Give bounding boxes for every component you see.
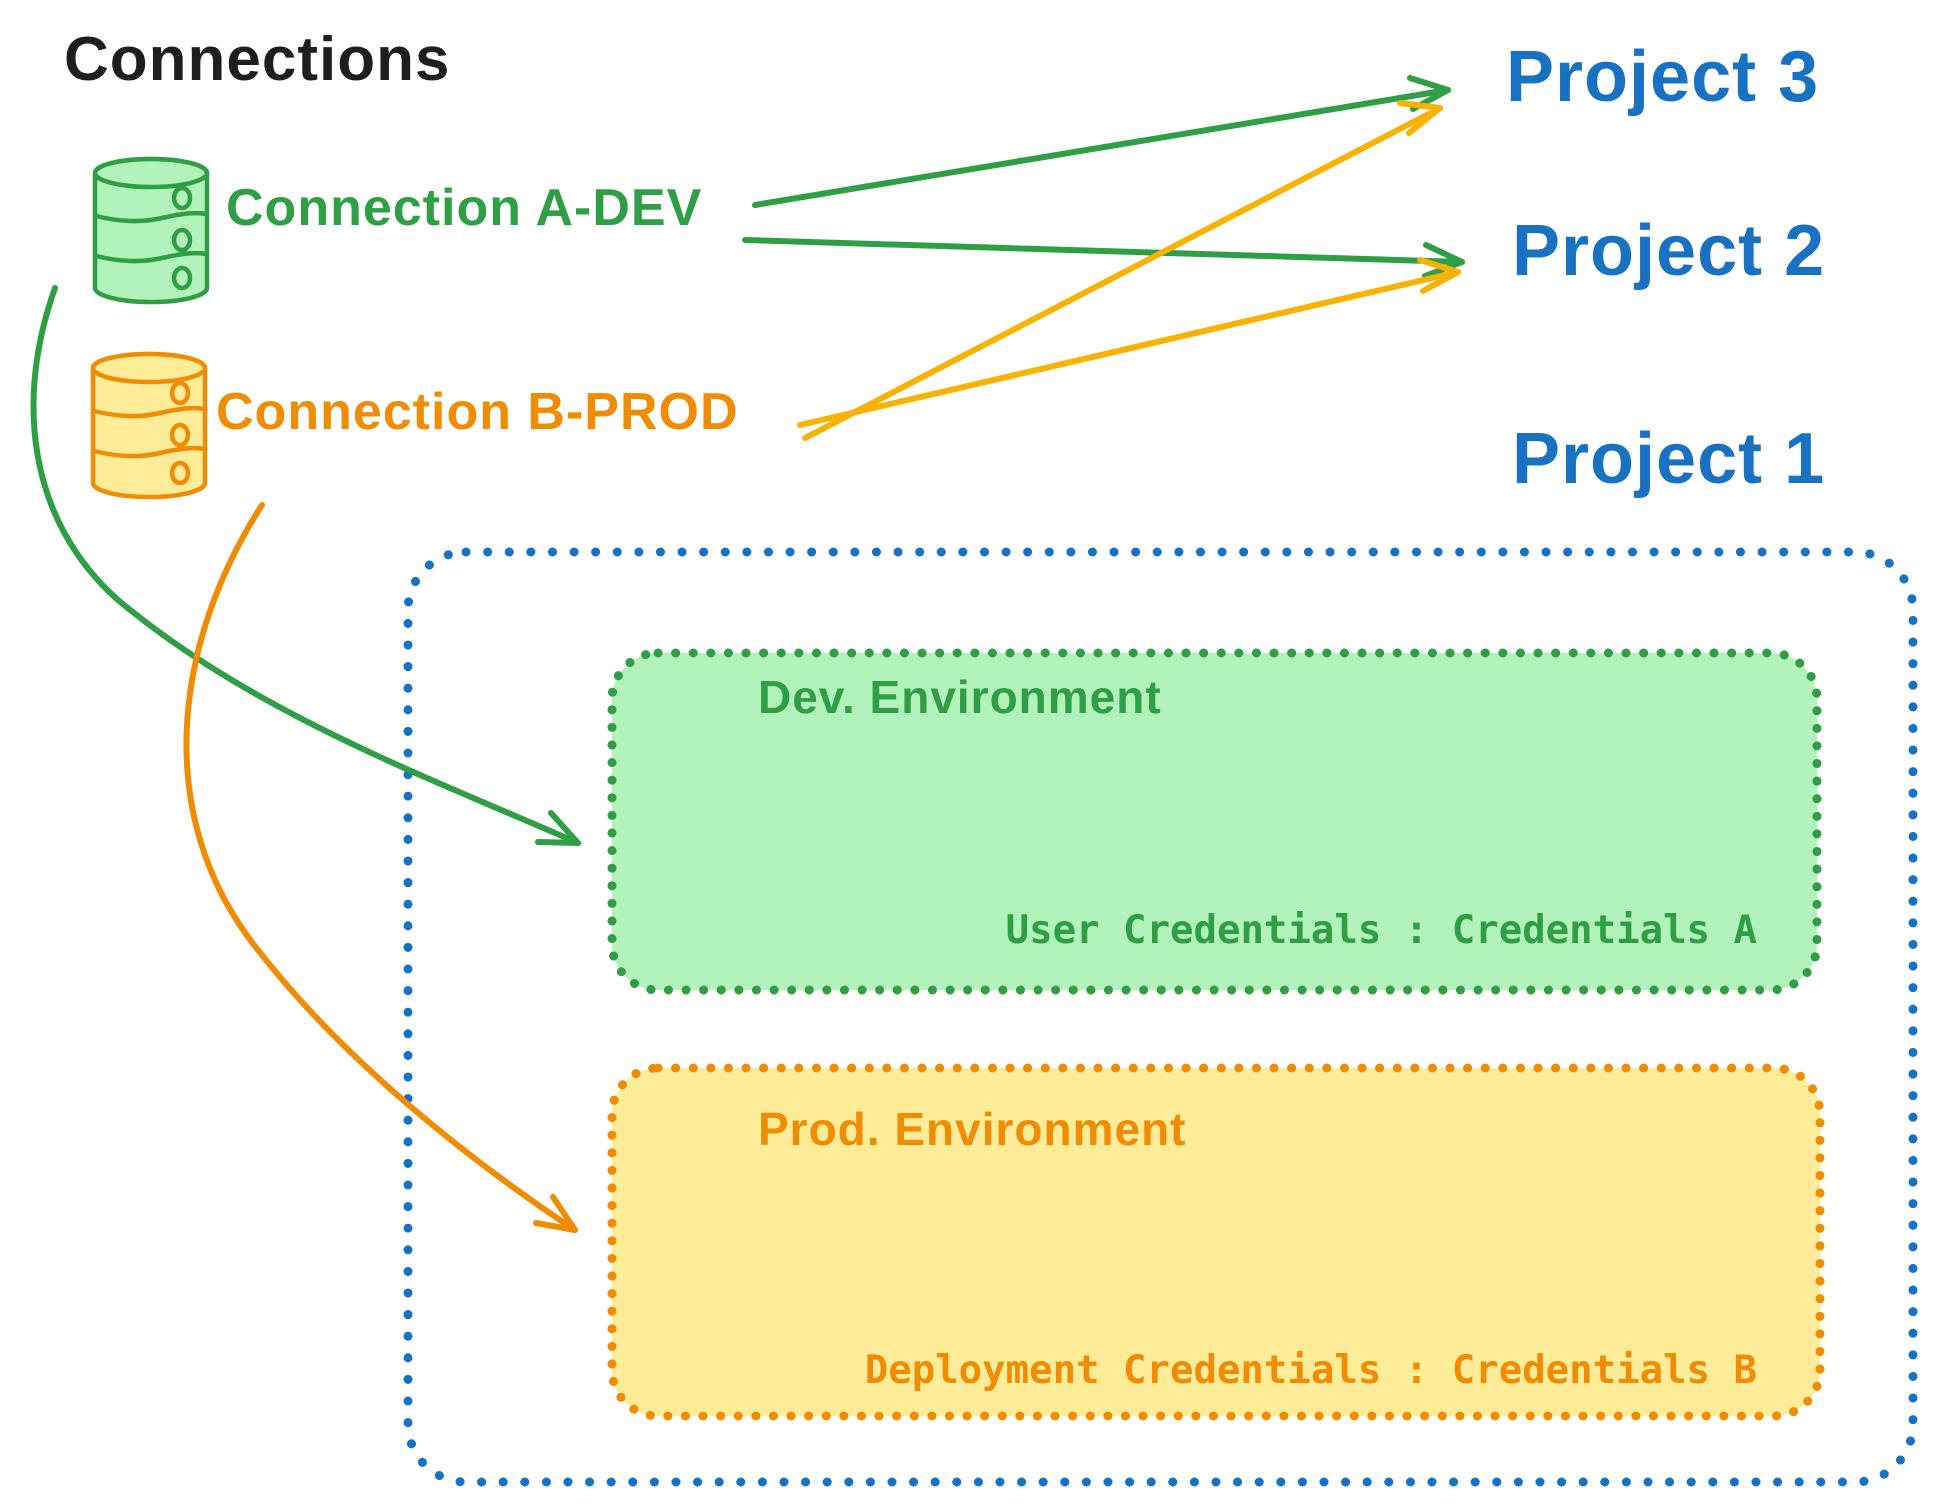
project-3-label: Project 3 bbox=[1506, 37, 1820, 117]
prod-environment-credentials: Deployment Credentials : Credentials B bbox=[864, 1348, 1757, 1393]
arrow-adev-to-dev-environment bbox=[30, 285, 581, 846]
database-icon-dev bbox=[92, 156, 210, 305]
prod-environment-title: Prod. Environment bbox=[758, 1103, 1187, 1155]
connection-b-prod-label: Connection B-PROD bbox=[216, 383, 739, 441]
project-2-label: Project 2 bbox=[1512, 211, 1826, 291]
project-1-label: Project 1 bbox=[1512, 419, 1826, 499]
prod-environment-box bbox=[607, 1063, 1825, 1421]
arrow-bprod-to-project2 bbox=[797, 257, 1461, 428]
dev-environment-title: Dev. Environment bbox=[758, 671, 1162, 723]
project1-container-box bbox=[403, 547, 1918, 1487]
dev-environment-credentials: User Credentials : Credentials A bbox=[1005, 908, 1757, 953]
dev-environment-box bbox=[607, 648, 1822, 995]
connection-a-dev-label: Connection A-DEV bbox=[226, 179, 703, 237]
arrow-adev-to-project2 bbox=[742, 237, 1465, 279]
arrow-adev-to-project3 bbox=[752, 75, 1451, 208]
arrow-bprod-to-project3 bbox=[802, 100, 1443, 441]
database-icon-prod bbox=[90, 351, 208, 500]
arrow-bprod-to-prod-environment bbox=[183, 502, 578, 1233]
diagram-title: Connections bbox=[64, 25, 451, 94]
